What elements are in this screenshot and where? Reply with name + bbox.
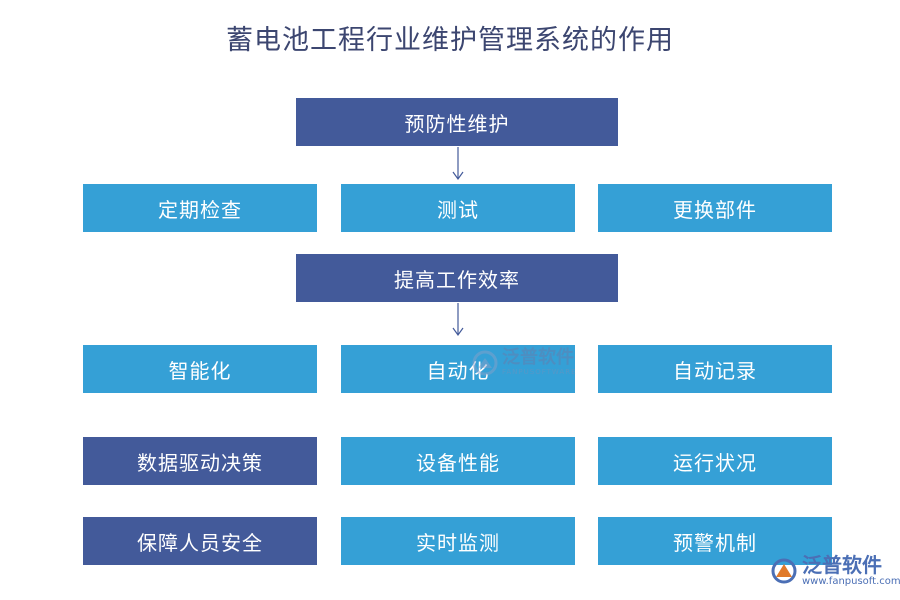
item-automation: 自动化 [341, 345, 575, 393]
section-header-efficiency: 提高工作效率 [296, 254, 618, 302]
watermark-name: 泛普软件 [502, 347, 574, 368]
watermark-corner-name: 泛普软件 [802, 553, 882, 577]
watermark-center: 泛普软件 FANPUSOFTWARE [472, 349, 577, 376]
row-label-safety: 保障人员安全 [83, 517, 317, 565]
watermark-corner: 泛普软件 www.fanpusoft.com [770, 555, 900, 587]
item-replace-parts: 更换部件 [598, 184, 832, 232]
down-arrow-icon [452, 303, 464, 337]
item-equipment-performance: 设备性能 [341, 437, 575, 485]
watermark-sub: FANPUSOFTWARE [502, 368, 577, 376]
item-warning-mechanism: 预警机制 [598, 517, 832, 565]
page-title: 蓄电池工程行业维护管理系统的作用 [226, 25, 674, 56]
fanpu-logo-icon [771, 558, 797, 584]
watermark-url: www.fanpusoft.com [802, 576, 900, 587]
section-header-preventive: 预防性维护 [296, 98, 618, 146]
item-operating-status: 运行状况 [598, 437, 832, 485]
item-auto-record: 自动记录 [598, 345, 832, 393]
row-label-data-driven: 数据驱动决策 [83, 437, 317, 485]
fanpu-logo-icon [472, 350, 498, 375]
item-testing: 测试 [341, 184, 575, 232]
item-intelligent: 智能化 [83, 345, 317, 393]
item-regular-inspection: 定期检查 [83, 184, 317, 232]
down-arrow-icon [452, 147, 464, 181]
item-realtime-monitoring: 实时监测 [341, 517, 575, 565]
